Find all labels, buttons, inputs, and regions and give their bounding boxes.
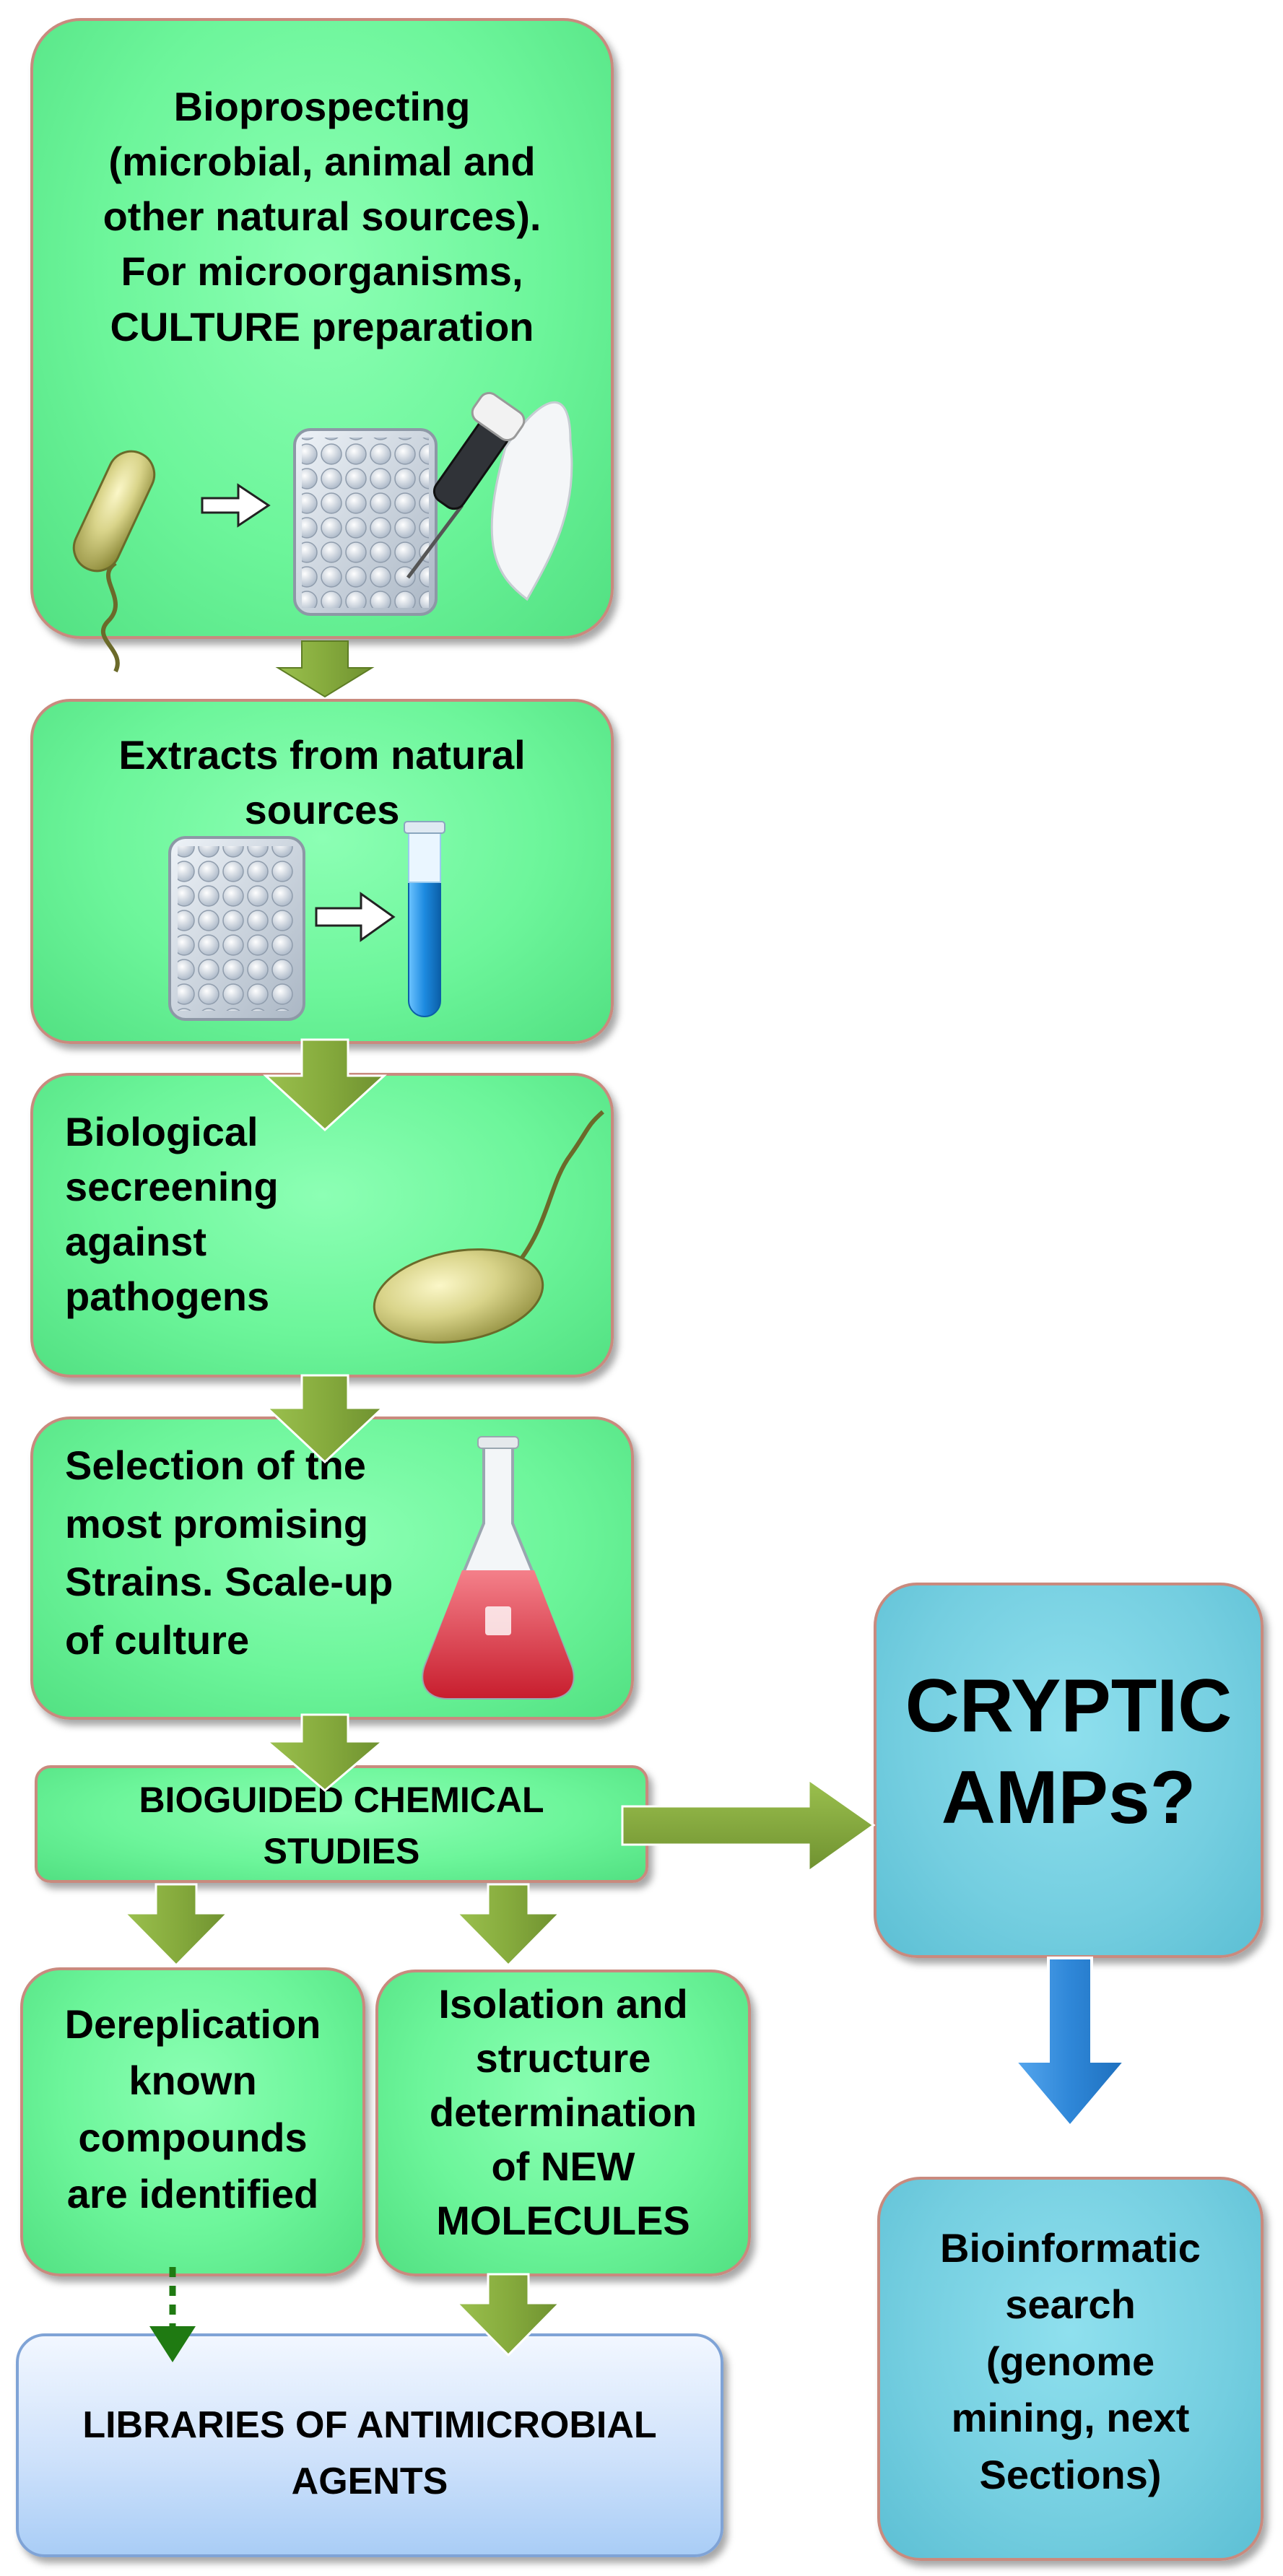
extracts-box [30, 699, 614, 1044]
arrow-down [275, 640, 375, 698]
cryptic-text: CRYPTIC AMPs? [905, 1664, 1232, 1840]
arrow-down [264, 1713, 386, 1792]
well-plate-icon [293, 428, 438, 616]
arrow-down [263, 1038, 387, 1132]
arrow-down [454, 1883, 562, 1967]
pipette-icon [406, 391, 573, 601]
dereplication-box [20, 1967, 365, 2276]
bioprospecting-text: Bioprospecting (microbial, animal and ot… [103, 84, 542, 349]
isolation-text: Isolation and structure determination of… [429, 1981, 697, 2244]
libraries-text: LIBRARIES OF ANTIMICROBIAL AGENTS [82, 2404, 657, 2502]
arrow-down [264, 1374, 386, 1464]
hollow-arrow-icon [315, 892, 396, 942]
arrow-down [454, 2273, 562, 2357]
bacterium-icon [373, 1110, 604, 1344]
selection-text: Selection of the most promising Strains.… [65, 1443, 393, 1663]
extracts-text: Extracts from natural sources [118, 732, 526, 833]
screening-text: Biological secreening against pathogens [65, 1109, 279, 1320]
arrow-down-blue [1012, 1957, 1128, 2129]
arrow-down [122, 1883, 230, 1967]
bioinformatic-box [877, 2177, 1264, 2561]
test-tube-icon [404, 821, 445, 1017]
bioinformatic-text: Bioinformatic search (genome mining, nex… [940, 2225, 1201, 2497]
arrow-right [621, 1777, 876, 1874]
hollow-arrow-icon [201, 483, 271, 528]
bioguided-text: BIOGUIDED CHEMICAL STUDIES [139, 1780, 544, 1871]
flask-icon [422, 1436, 575, 1700]
isolation-box [375, 1970, 751, 2276]
bacterium-icon [72, 450, 156, 673]
arrow-down-dashed [149, 2267, 196, 2362]
dereplication-text: Dereplication known compounds are identi… [64, 2001, 321, 2217]
well-plate-icon [168, 836, 305, 1021]
libraries-box [16, 2333, 723, 2557]
